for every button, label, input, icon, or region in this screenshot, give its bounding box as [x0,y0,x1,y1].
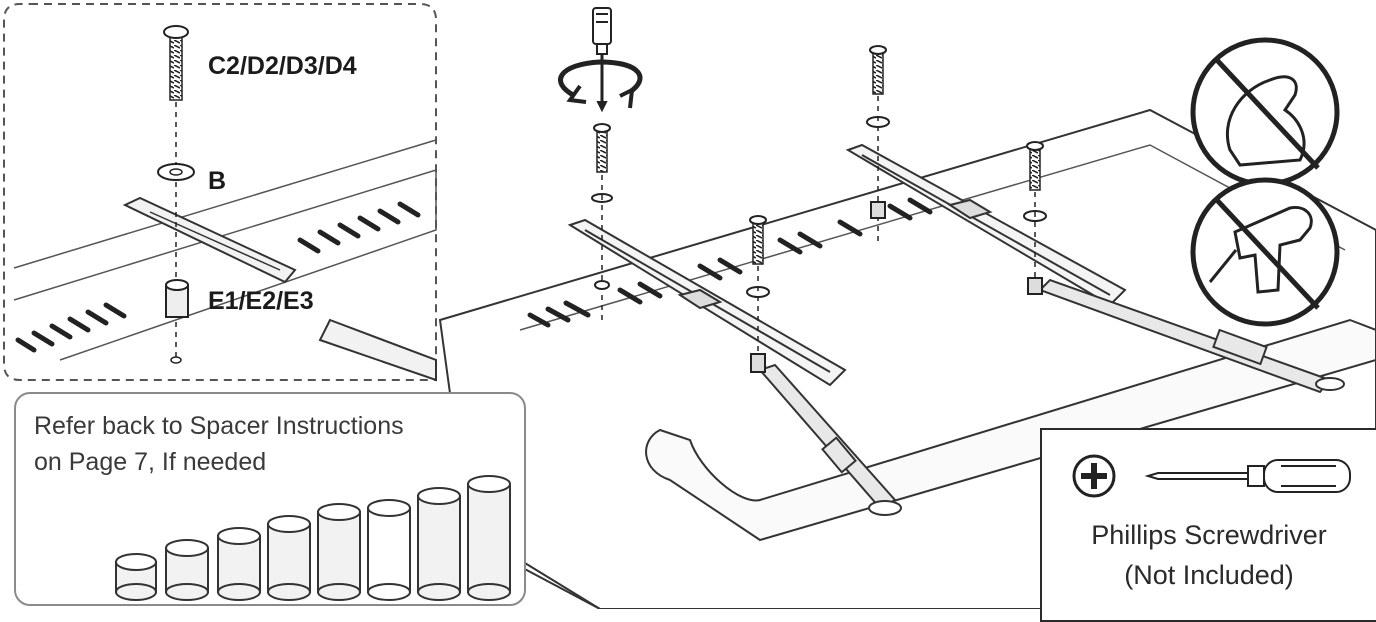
spacer-part-label: E1/E2/E3 [208,287,314,315]
spacer-note-line2: on Page 7, If needed [34,448,267,476]
spacer-1 [115,553,157,601]
spacer-3 [217,527,261,601]
phillips-screwdriver-illustration [1072,454,1351,498]
detail-callout [3,3,437,382]
rotate-arrows-icon [558,59,643,109]
no-power-drill-icon [1190,177,1340,327]
left-mounting-rail [567,218,847,387]
no-force-icon [1190,37,1340,187]
spacer-8 [467,475,511,601]
tool-not-included-note: (Not Included) [1124,560,1294,590]
spacer-6 [367,499,411,601]
screwdriver-icon [1144,459,1351,493]
screw-part-label: C2/D2/D3/D4 [208,52,357,80]
right-mounting-rail [845,143,1127,307]
tool-box: Phillips Screwdriver (Not Included) [1040,428,1376,622]
main-screws [591,45,1047,375]
spacer-note-text: Refer back to Spacer Instructions on Pag… [34,408,514,480]
spacer-set-illustration [115,475,511,601]
vent-slots [527,197,933,328]
phillips-head-icon [1072,454,1116,498]
washer-part-label: B [208,167,227,195]
screwdriver-icon [592,7,612,113]
spacer-4 [267,515,311,601]
safety-straps [758,278,1345,516]
spacer-2 [165,539,209,601]
spacer-note-line1: Refer back to Spacer Instructions [34,412,404,440]
spacer-5 [317,503,361,601]
spacer-7 [417,487,461,601]
tool-name: Phillips Screwdriver [1091,520,1327,550]
